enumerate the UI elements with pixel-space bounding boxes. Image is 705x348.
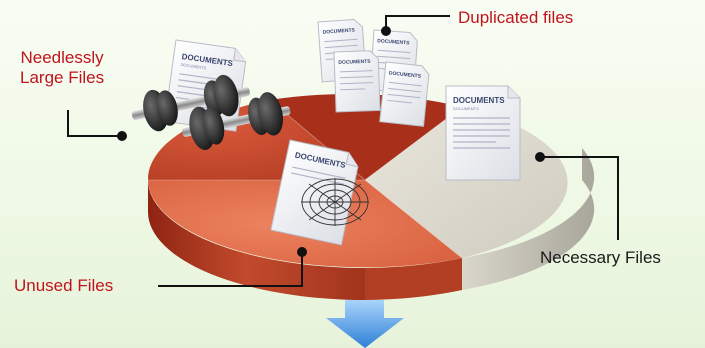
document-icon: DOCUMENTS xyxy=(333,50,381,113)
svg-text:DOCUMENTS: DOCUMENTS xyxy=(453,106,479,111)
dumbbell-icon xyxy=(131,74,291,151)
document-icon: DOCUMENTS xyxy=(379,61,430,127)
document-subtitle: DOCUMENTS xyxy=(180,62,207,71)
pie-side xyxy=(148,148,595,300)
label-necessary-files: Necessary Files xyxy=(540,248,661,267)
label-unused-files: Unused Files xyxy=(14,276,114,295)
document-icon: DOCUMENTS xyxy=(270,139,359,246)
leader-unused xyxy=(158,247,307,287)
document-title: DOCUMENTS xyxy=(453,96,505,105)
svg-text:DOCUMENTS: DOCUMENTS xyxy=(389,70,422,79)
label-needlessly-large-files: Needlessly Large Files xyxy=(20,48,104,88)
svg-text:DOCUMENTS: DOCUMENTS xyxy=(323,27,356,35)
duplicated-documents: DOCUMENTS DOCUMENTS DOCUMENTS DOCUMENTS xyxy=(317,18,430,127)
cobweb-icon xyxy=(301,178,369,226)
label-duplicated-files: Duplicated files xyxy=(458,8,574,27)
label-needlessly-line1: Needlessly xyxy=(20,48,104,67)
leader-needlessly-large xyxy=(67,110,127,141)
leader-necessary xyxy=(535,152,619,240)
leader-duplicated xyxy=(381,15,450,36)
svg-text:DOCUMENTS: DOCUMENTS xyxy=(377,38,410,46)
document-icon: DOCUMENTS DOCUMENTS xyxy=(445,85,521,181)
svg-text:DOCUMENTS: DOCUMENTS xyxy=(338,59,371,66)
label-needlessly-line2: Large Files xyxy=(20,68,105,87)
down-arrow-icon xyxy=(326,300,404,348)
